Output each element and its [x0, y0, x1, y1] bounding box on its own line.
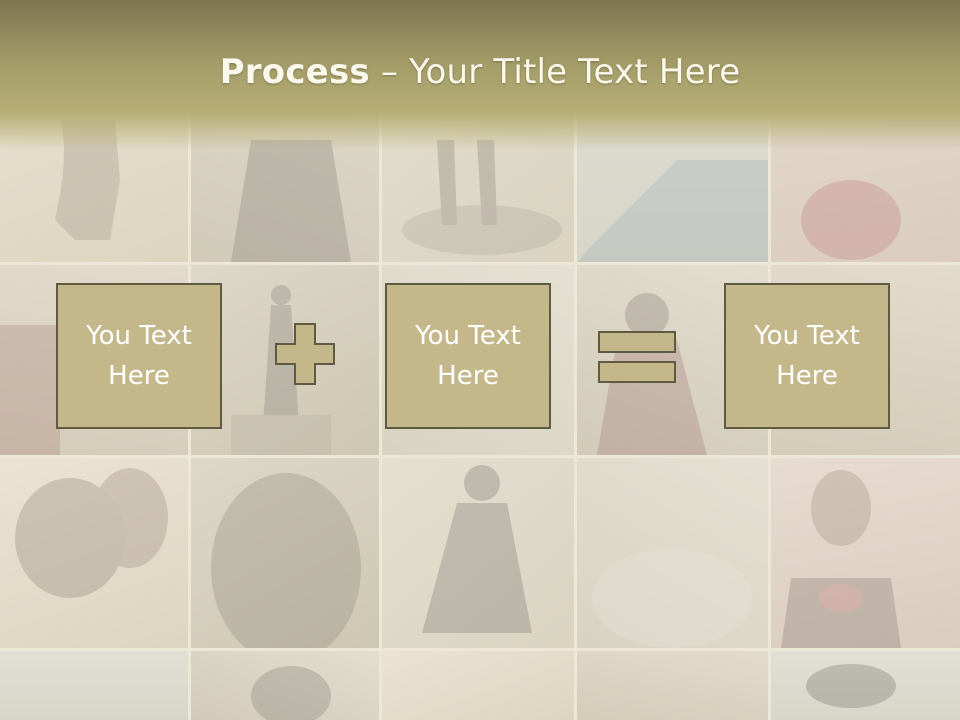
- page-title: Process – Your Title Text Here: [0, 52, 960, 92]
- collage-photo: [191, 458, 379, 648]
- process-step-2[interactable]: You Text Here: [385, 283, 551, 429]
- collage-photo: [382, 651, 574, 720]
- collage-photo: [577, 651, 768, 720]
- step-3-text: You Text Here: [754, 321, 860, 391]
- collage-photo: [0, 651, 188, 720]
- collage-photo: [577, 458, 768, 648]
- step-1-text: You Text Here: [86, 321, 192, 391]
- equals-icon: [598, 331, 676, 383]
- collage-photo: [191, 265, 379, 455]
- collage-photo: [771, 458, 960, 648]
- collage-photo: [771, 651, 960, 720]
- step-2-text: You Text Here: [415, 321, 521, 391]
- title-band: [0, 0, 960, 150]
- collage-photo: [191, 651, 379, 720]
- collage-photo: [0, 458, 188, 648]
- plus-icon: [275, 323, 335, 385]
- process-step-3[interactable]: You Text Here: [724, 283, 890, 429]
- collage-photo: [382, 458, 574, 648]
- title-rest: – Your Title Text Here: [369, 52, 741, 92]
- process-step-1[interactable]: You Text Here: [56, 283, 222, 429]
- title-bold: Process: [219, 52, 370, 92]
